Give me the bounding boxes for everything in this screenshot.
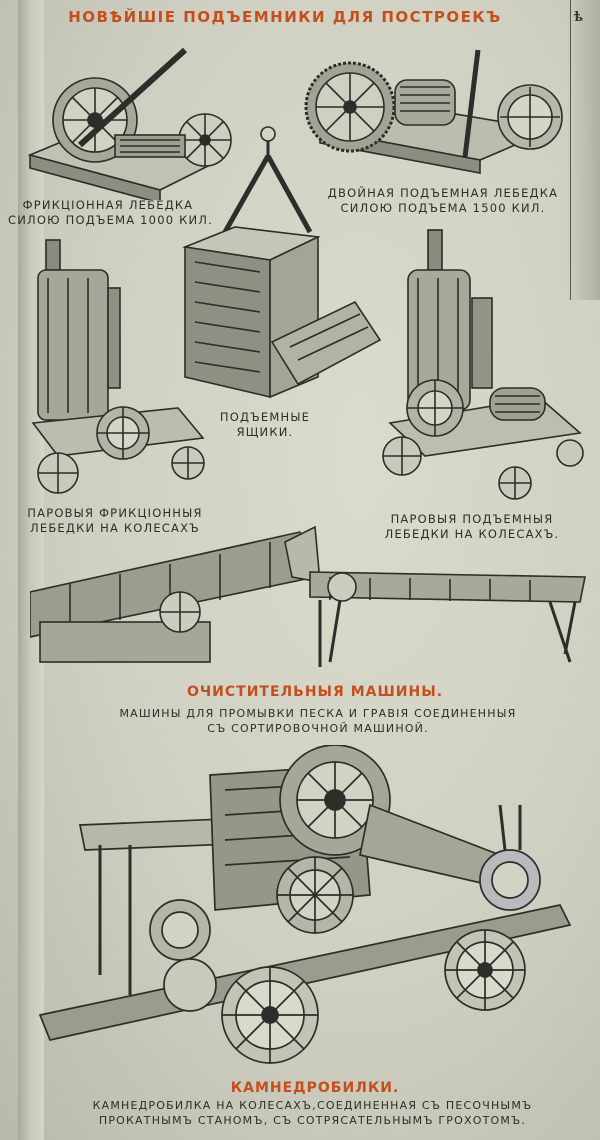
lift-boxes-caption-line2: ЯЩИКИ. <box>236 425 294 439</box>
double-winch-illustration <box>300 45 565 180</box>
lift-boxes-caption-line1: ПОДЪЕМНЫЕ <box>219 410 311 424</box>
steam-friction-winch-illustration <box>28 238 213 498</box>
stone-crusher-caption: КАМНЕДРОБИЛКА НА КОЛЕСАХЪ,СОЕДИНЕННАЯ СЪ… <box>40 1098 585 1128</box>
lift-boxes-caption: ПОДЪЕМНЫЕ ЯЩИКИ. <box>200 410 330 440</box>
double-winch-caption: ДВОЙНАЯ ПОДЪЕМНАЯ ЛЕБЕДКА СИЛОЮ ПОДЪЕМА … <box>318 186 568 216</box>
steam-lift-caption-line1: ПАРОВЫЯ ПОДЪЕМНЫЯ <box>390 512 554 526</box>
friction-winch-caption-line2: СИЛОЮ ПОДЪЕМА 1000 КИЛ. <box>8 213 213 227</box>
cleaning-machines-caption: МАШИНЫ ДЛЯ ПРОМЫВКИ ПЕСКА И ГРАВІЯ СОЕДИ… <box>68 706 568 736</box>
cleaning-caption-line2: СЪ СОРТИРОВОЧНОЙ МАШИНОЙ. <box>207 722 429 735</box>
steam-lift-caption-line2: ЛЕБЕДКИ НА КОЛЕСАХЪ. <box>384 527 560 541</box>
page-edge-line <box>570 0 571 300</box>
lift-box-illustration <box>180 122 385 407</box>
friction-winch-illustration <box>20 40 235 200</box>
cleaning-machine-illustration <box>30 522 590 677</box>
cleaning-caption-line1: МАШИНЫ ДЛЯ ПРОМЫВКИ ПЕСКА И ГРАВІЯ СОЕДИ… <box>119 707 517 720</box>
page-fold <box>18 0 44 1140</box>
steam-lift-winch-illustration <box>380 228 585 500</box>
steam-lift-caption: ПАРОВЫЯ ПОДЪЕМНЫЯ ЛЕБЕДКИ НА КОЛЕСАХЪ. <box>362 512 582 542</box>
steam-friction-caption: ПАРОВЫЯ ФРИКЦІОННЫЯ ЛЕБЕДКИ НА КОЛЕСАХЪ <box>20 506 210 536</box>
crusher-caption-line2: ПРОКАТНЫМЪ СТАНОМЪ, СЪ СОТРЯСАТЕЛЬНЫМЪ Г… <box>98 1114 527 1127</box>
steam-friction-caption-line2: ЛЕБЕДКИ НА КОЛЕСАХЪ <box>30 521 200 535</box>
edge-mark: ѣ <box>574 10 584 25</box>
stone-crushers-title: КАМНЕДРОБИЛКИ. <box>230 1080 400 1096</box>
friction-winch-caption-line1: ФРИКЦІОННАЯ ЛЕБЕДКА <box>22 198 194 212</box>
stone-crusher-illustration <box>30 745 575 1075</box>
double-winch-caption-line1: ДВОЙНАЯ ПОДЪЕМНАЯ ЛЕБЕДКА <box>327 186 559 200</box>
cleaning-machines-title: ОЧИСТИТЕЛЬНЫЯ МАШИНЫ. <box>186 684 444 700</box>
page-title: НОВѢЙШІЕ ПОДЪЕМНИКИ ДЛЯ ПОСТРОЕКЪ <box>68 8 502 26</box>
steam-friction-caption-line1: ПАРОВЫЯ ФРИКЦІОННЫЯ <box>27 506 203 520</box>
double-winch-caption-line2: СИЛОЮ ПОДЪЕМА 1500 КИЛ. <box>340 201 546 215</box>
friction-winch-caption: ФРИКЦІОННАЯ ЛЕБЕДКА СИЛОЮ ПОДЪЕМА 1000 К… <box>8 198 213 228</box>
page-edge <box>566 0 600 300</box>
crusher-caption-line1: КАМНЕДРОБИЛКА НА КОЛЕСАХЪ,СОЕДИНЕННАЯ СЪ… <box>92 1099 533 1112</box>
